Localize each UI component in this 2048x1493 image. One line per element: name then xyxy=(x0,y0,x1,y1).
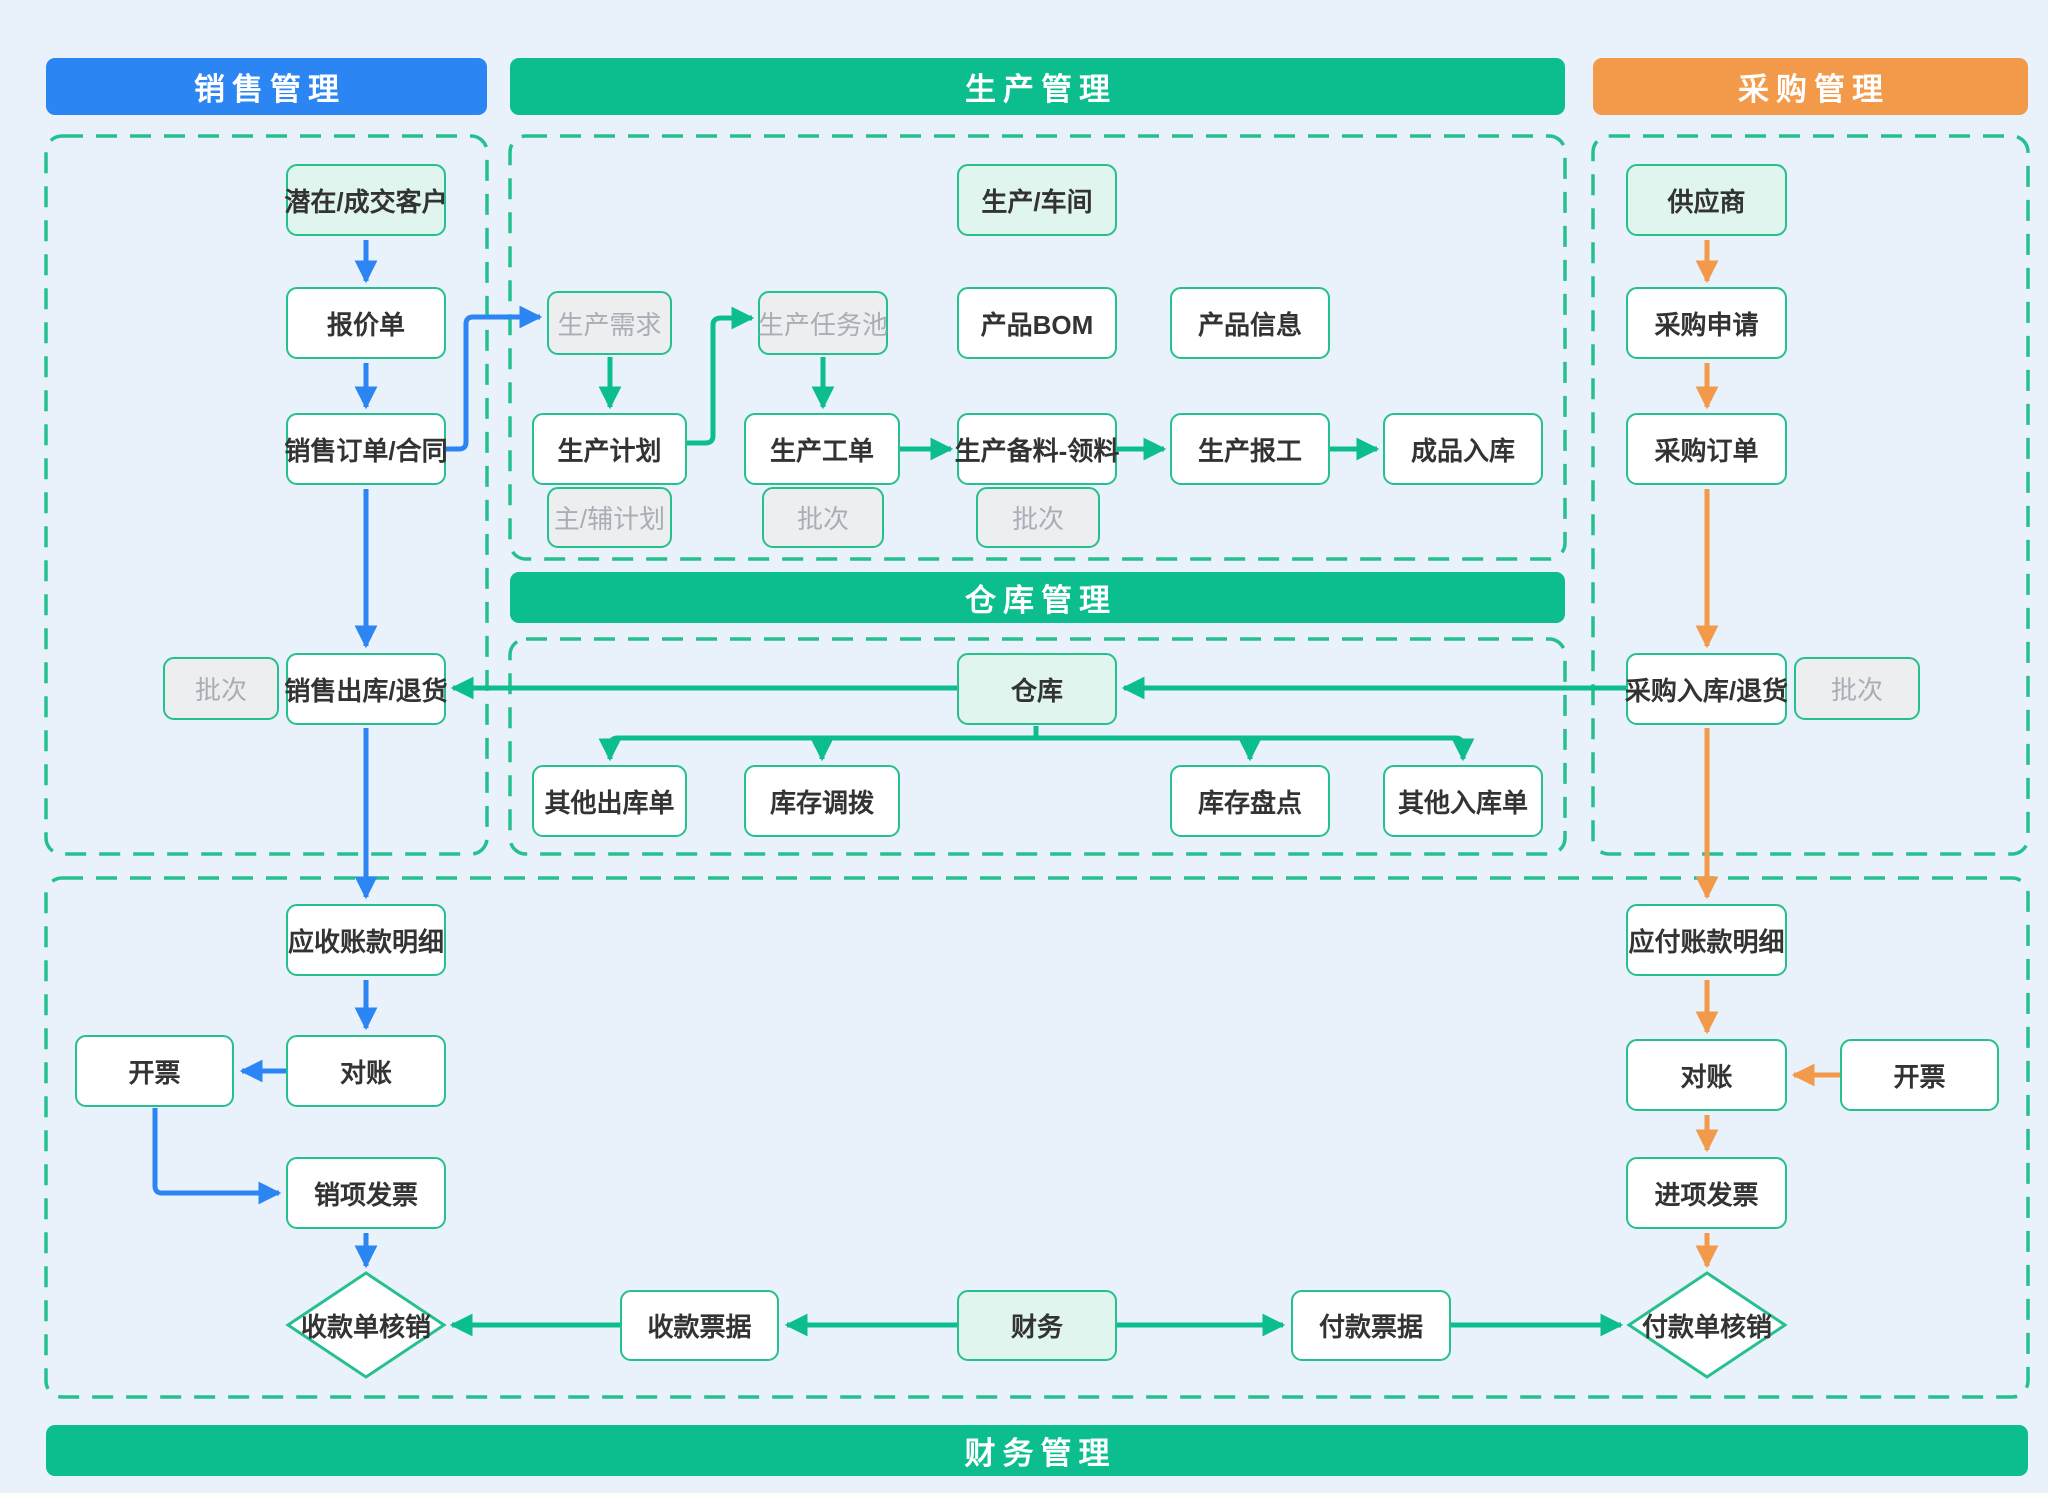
node-prod-work-order: 生产工单 xyxy=(744,413,900,485)
node-finished-inbound: 成品入库 xyxy=(1383,413,1543,485)
node-prod-task-pool: 生产任务池 xyxy=(758,291,888,355)
node-prod-demand: 生产需求 xyxy=(547,291,672,355)
header-sales: 销售管理 xyxy=(46,58,487,115)
diamond-receipt-verify xyxy=(285,1271,447,1379)
warehouse-branch-spine xyxy=(607,735,1466,747)
dashed-region-purchase xyxy=(1591,134,2030,856)
node-other-inbound: 其他入库单 xyxy=(1383,765,1543,837)
dashed-regions xyxy=(44,134,2030,1399)
node-ap-detail: 应付账款明细 xyxy=(1626,904,1787,976)
header-warehouse: 仓库管理 xyxy=(510,572,1565,623)
node-batch-work-order: 批次 xyxy=(762,487,884,548)
node-purchase-inbound: 采购入库/退货 xyxy=(1625,653,1788,725)
node-main-aux-plan: 主/辅计划 xyxy=(547,487,672,548)
header-production: 生产管理 xyxy=(510,58,1565,115)
node-purchase-request: 采购申请 xyxy=(1626,287,1787,359)
node-prod-report: 生产报工 xyxy=(1170,413,1330,485)
node-stock-count: 库存盘点 xyxy=(1170,765,1330,837)
arrow-salesorder-proddemand xyxy=(446,305,543,452)
node-customer: 潜在/成交客户 xyxy=(284,164,448,236)
node-other-outbound: 其他出库单 xyxy=(532,765,687,837)
dashed-region-sales xyxy=(44,134,489,856)
node-batch-purchase: 批次 xyxy=(1794,657,1920,720)
node-reconcile-sales: 对账 xyxy=(286,1035,446,1107)
node-ar-detail: 应收账款明细 xyxy=(286,904,446,976)
node-input-invoice: 进项发票 xyxy=(1626,1157,1787,1229)
dashed-region-finance xyxy=(44,876,2030,1399)
node-warehouse: 仓库 xyxy=(957,653,1117,725)
header-purchase: 采购管理 xyxy=(1593,58,2028,115)
node-sales-order: 销售订单/合同 xyxy=(284,413,448,485)
dashed-region-warehouse xyxy=(508,637,1567,856)
arrow-plan-taskpool xyxy=(687,306,755,446)
node-product-info: 产品信息 xyxy=(1170,287,1330,359)
node-receipt-bill: 收款票据 xyxy=(620,1290,779,1361)
node-workshop: 生产/车间 xyxy=(957,164,1117,236)
node-sales-invoice: 销项发票 xyxy=(286,1157,446,1229)
node-payment-verify: 付款单核销 xyxy=(1641,1311,1772,1342)
diamond-payment-verify xyxy=(1626,1271,1788,1379)
node-invoice-purchase: 开票 xyxy=(1840,1039,1999,1111)
node-purchase-order: 采购订单 xyxy=(1626,413,1787,485)
node-supplier: 供应商 xyxy=(1626,164,1787,236)
node-product-bom: 产品BOM xyxy=(957,287,1117,359)
dashed-region-production xyxy=(508,134,1567,561)
node-sales-outbound: 销售出库/退货 xyxy=(284,653,448,725)
node-invoice-sales: 开票 xyxy=(75,1035,234,1107)
node-payment-bill: 付款票据 xyxy=(1291,1290,1451,1361)
node-batch-material: 批次 xyxy=(976,487,1100,548)
node-reconcile-purchase: 对账 xyxy=(1626,1039,1787,1111)
node-receipt-verify: 收款单核销 xyxy=(300,1311,431,1342)
arrow-invoice-salesinvoice xyxy=(152,1108,282,1205)
purchase-flow-arrows xyxy=(1695,240,1840,1269)
node-prod-material: 生产备料-领料 xyxy=(955,413,1119,485)
header-finance: 财务管理 xyxy=(46,1425,2028,1476)
node-prod-plan: 生产计划 xyxy=(532,413,687,485)
decision-diamonds xyxy=(285,1271,1788,1379)
node-quote: 报价单 xyxy=(286,287,446,359)
sales-flow-arrows xyxy=(152,240,543,1269)
production-warehouse-arrows xyxy=(449,306,1626,1337)
node-batch-sales: 批次 xyxy=(163,657,279,720)
node-finance-dept: 财务 xyxy=(957,1290,1117,1361)
node-stock-transfer: 库存调拨 xyxy=(744,765,900,837)
